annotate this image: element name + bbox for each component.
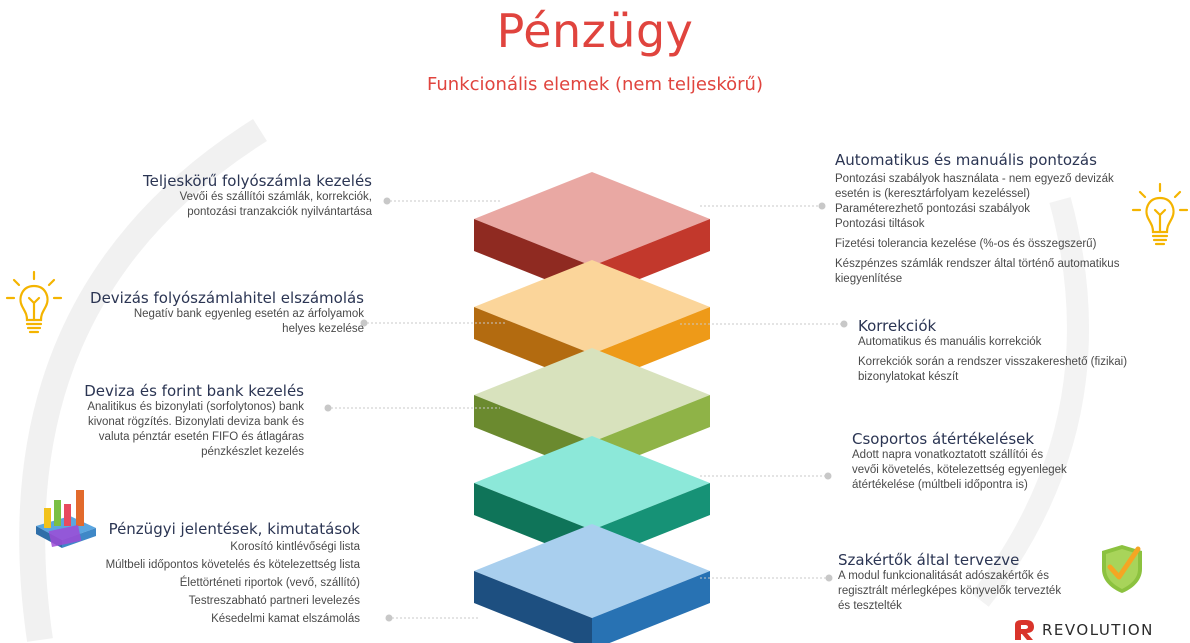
item-line: bizonylatokat készít	[858, 371, 959, 383]
item-title: Csoportos átértékelések	[852, 430, 1035, 448]
item-line: valuta pénztár esetén FIFO és átlagáras	[98, 431, 304, 443]
left-item-account-management: Teljeskörű folyószámla kezelés Vevői és …	[143, 172, 372, 220]
right-item-expert-designed: Szakértők által tervezve A modul funkcio…	[838, 551, 1061, 614]
item-line: Paraméterezhető pontozási szabályok	[835, 203, 1030, 215]
item-line: Adott napra vonatkoztatott szállítói és	[852, 449, 1044, 461]
item-line: helyes kezelése	[282, 323, 364, 335]
item-line: Vevői és szállítói számlák, korrekciók,	[179, 191, 372, 203]
item-title: Automatikus és manuális pontozás	[835, 151, 1097, 169]
check-shield-icon	[1102, 545, 1142, 593]
item-line: pénzkészlet kezelés	[201, 446, 304, 458]
item-line: regisztrált mérlegképes könyvelők tervez…	[838, 585, 1062, 597]
item-line: pontozási tranzakciók nyilvántartása	[187, 206, 372, 218]
right-item-auto-manual-matching: Automatikus és manuális pontozás Pontozá…	[835, 151, 1119, 287]
item-line: Automatikus és manuális korrekciók	[858, 336, 1042, 348]
item-title: Korrekciók	[858, 317, 937, 335]
layer-left-face	[474, 571, 592, 643]
right-item-corrections: Korrekciók Automatikus és manuális korre…	[858, 317, 1127, 385]
item-line: Pontozási tiltások	[835, 218, 925, 230]
item-line: Korosító kintlévőségi lista	[230, 541, 360, 553]
item-line: Pontozási szabályok használata - nem egy…	[835, 173, 1114, 185]
item-line: Analitikus és bizonylati (sorfolytonos) …	[87, 401, 304, 413]
right-item-revaluation: Csoportos átértékelések Adott napra vona…	[852, 430, 1067, 493]
item-line: Testreszabható partneri levelezés	[188, 595, 360, 607]
revolution-logo-icon	[1015, 620, 1034, 640]
item-line: kiegyenlítése	[835, 273, 903, 285]
page-subtitle: Funkcionális elemek (nem teljeskörű)	[427, 74, 763, 95]
left-item-financial-reports: Pénzügyi jelentések, kimutatások Korosít…	[106, 520, 360, 628]
item-line: Korrekciók során a rendszer visszakeresh…	[858, 356, 1128, 368]
item-line: átértékelése (múltbeli időpontra is)	[852, 479, 1028, 491]
left-item-currency-overdraft: Devizás folyószámlahitel elszámolás Nega…	[90, 289, 364, 337]
lightbulb-icon	[5, 270, 63, 334]
item-line: Élettörténeti riportok (vevő, szállító)	[179, 577, 360, 589]
page-title: Pénzügy	[496, 4, 694, 58]
item-title: Pénzügyi jelentések, kimutatások	[108, 520, 360, 538]
layer-right-face	[592, 571, 710, 643]
item-line: vevői követelés, kötelezettség egyenlege…	[852, 464, 1067, 476]
item-line: kivonat rögzítés. Bizonylati deviza bank…	[87, 416, 304, 428]
item-line: A modul funkcionalitását adószakértők és	[838, 570, 1049, 582]
item-title: Teljeskörű folyószámla kezelés	[143, 172, 372, 190]
lightbulb-icon	[1131, 182, 1189, 246]
item-line: esetén is (keresztárfolyam kezeléssel)	[835, 188, 1030, 200]
item-line: Negatív bank egyenleg esetén az árfolyam…	[133, 308, 364, 320]
item-title: Deviza és forint bank kezelés	[84, 382, 304, 400]
item-title: Szakértők által tervezve	[838, 551, 1020, 569]
item-line: Múltbeli időpontos követelés és köteleze…	[105, 559, 360, 571]
item-line: Késedelmi kamat elszámolás	[211, 613, 360, 625]
item-line: Fizetési tolerancia kezelése (%-os és ös…	[835, 238, 1097, 250]
left-item-bank-management: Deviza és forint bank kezelés Analitikus…	[84, 382, 304, 460]
item-line: Készpénzes számlák rendszer által történ…	[835, 258, 1120, 270]
chart-icon	[36, 490, 96, 548]
item-line: és tesztelték	[838, 600, 902, 612]
revolution-logo: REVOLUTION	[1012, 619, 1154, 641]
layer-block	[474, 524, 710, 643]
logo-text: REVOLUTION	[1042, 621, 1154, 639]
item-title: Devizás folyószámlahitel elszámolás	[90, 289, 364, 307]
